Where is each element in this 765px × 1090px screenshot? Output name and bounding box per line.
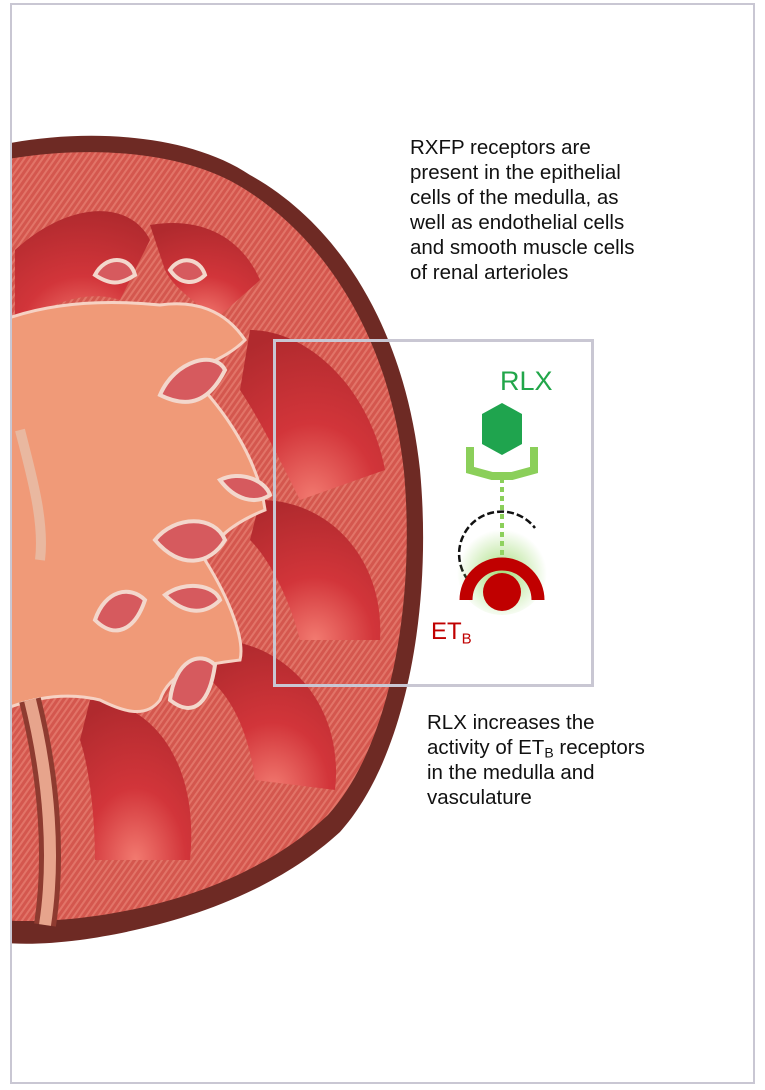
rxfp-line-2: present in the epithelial: [410, 160, 634, 185]
rlx-label: RLX: [500, 366, 553, 397]
rlx-effect-line-3: in the medulla and: [427, 760, 645, 785]
etb-ligand-icon: [483, 573, 521, 611]
rlx-effect-description: RLX increases the activity of ETB recept…: [427, 710, 645, 810]
etb-label-main: ET: [431, 618, 462, 645]
rlx-effect-line-2-end: receptors: [554, 736, 645, 759]
rxfp-line-6: of renal arterioles: [410, 260, 634, 285]
rxfp-description: RXFP receptors are present in the epithe…: [410, 135, 634, 285]
etb-label-subscript: B: [462, 631, 472, 648]
rlx-etb-receptor-diagram: [440, 400, 560, 615]
rxfp-line-3: cells of the medulla, as: [410, 185, 634, 210]
rlx-effect-line-4: vasculature: [427, 785, 645, 810]
rlx-effect-line-2-start: activity of ET: [427, 736, 544, 759]
rlx-effect-line-2: activity of ETB receptors: [427, 735, 645, 760]
etb-label: ETB: [431, 618, 472, 646]
rxfp-line-4: well as endothelial cells: [410, 210, 634, 235]
rxfp-line-1: RXFP receptors are: [410, 135, 634, 160]
rlx-effect-line-1: RLX increases the: [427, 710, 645, 735]
rxfp-line-5: and smooth muscle cells: [410, 235, 634, 260]
rlx-effect-subscript: B: [544, 745, 553, 761]
rlx-ligand-icon: [482, 403, 522, 455]
